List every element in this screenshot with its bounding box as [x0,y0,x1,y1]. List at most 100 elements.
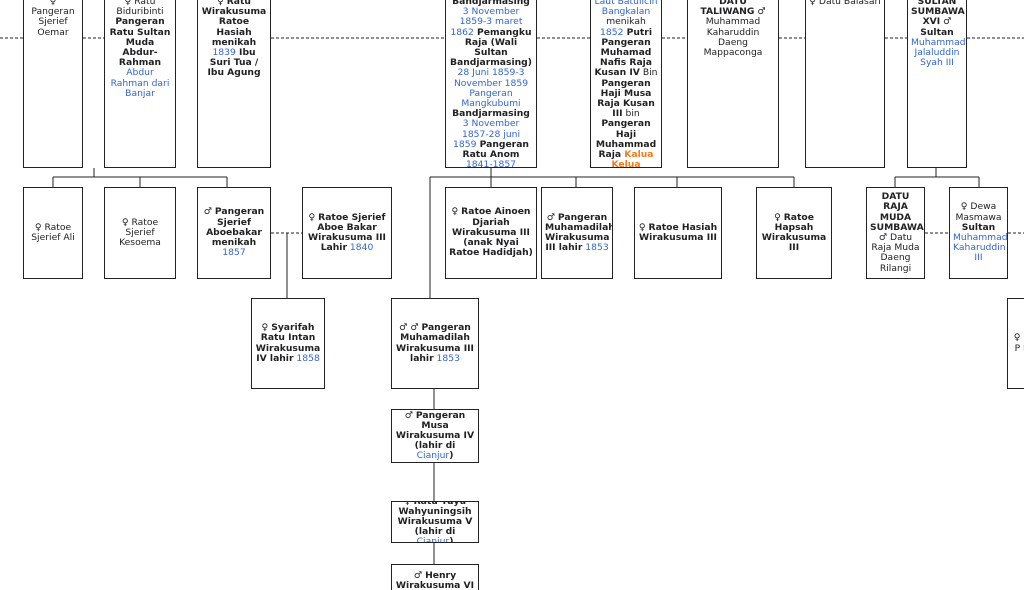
person-text: ♀ Ratu Yuyu Wahyuningsih Wirakusuma V (l… [395,501,475,543]
person-box-r3-pangeran-muhamadilah-1853: ♂ ♂ Pangeran Muhamadilah Wirakusuma III … [391,298,479,389]
person-label-text: ♂ [413,569,426,581]
person-text: ♀ Syarifah Ratu Intan Wirakusuma IV lahi… [255,322,321,364]
person-box-r2-ratoe-sjerief-ali: ♀ Ratoe Sjerief Ali [23,187,83,279]
person-label-text: Pangeran Sjerief Aboebakar menikah [206,206,265,249]
person-label-text: Bandjarmasing [452,108,530,120]
person-box-r4-pangeran-musa-wirakusuma-iv: ♂ Pangeran Musa Wirakusuma IV (lahir di … [391,409,479,463]
person-label-text: Bin [639,67,658,79]
person-text: ♂ Pangeran Sjerief Aboebakar menikah 185… [201,207,267,258]
person-text: ♂ ♂ Pangeran Muhamadilah Wirakusuma III … [395,322,475,364]
person-text: ♀ Pangeran Sjerief Oemar [27,0,79,38]
person-link-text[interactable]: Kalua Kelua [611,149,654,168]
person-box-r3-edge-n: ♀ N P R [1007,298,1024,389]
person-box-r2-pangeran-muhamadilah: ♂ Pangeran Muhamadilah Wirakusuma III la… [541,187,613,279]
person-label-text: Ratoe Hapsah Wirakusuma III [761,211,827,254]
person-label-text: ♀ Ratu Biduri [116,0,156,18]
person-link-text[interactable]: Muhammad Kaharuddin III [953,232,1008,264]
person-label-text: ♀ [451,206,462,218]
person-box-r6-henry-wirakusuma-vi: ♂ Henry Wirakusuma VI [391,564,479,590]
person-box-r2-dewa-masmawa-sultan: ♀ Dewa Masmawa Sultan Muhammad Kaharuddi… [949,187,1008,279]
person-label-text: ♀ Dewa Masmawa [955,201,1002,223]
person-label-text: binti [143,6,164,18]
person-box-r1-sultan-sumbawa-xvi: SULTAN SUMBAWA XVI ♂ Sultan Muhammad Jal… [907,0,967,168]
person-text: ♀ Ratoe Sjerief Ali [27,221,79,243]
person-label-text: ♀ [308,211,319,223]
person-label-text: ♀ [261,322,272,334]
person-box-r2-ratoe-sjerief-kesoema: ♀ Ratoe Sjerief Kesoema [104,187,176,279]
person-text: ♀ N P R [1011,333,1024,353]
person-link-text[interactable]: Muhammad Jalaluddin Syah III [911,36,966,69]
person-label-text: Pangeran Ratu Sultan Muda Abdur-Rahman [109,16,171,69]
person-text: DATU RAJA MUDA SUMBAWA ♂ Datu Raja Muda … [870,191,924,274]
person-label-text: ♀ Pangeran Sjerief Oemar [31,0,75,38]
person-link-text[interactable]: Laut Batulicin Bangkalan [594,0,658,18]
person-label-text: Pemangku Raja (Wali Sultan Bandjarmasing… [450,26,532,69]
person-link-text[interactable]: Abdur Rahman dari Banjar [110,67,170,99]
person-text: ♀ Ratu Wirakusuma Ratoe Hasiah menikah 1… [201,0,267,79]
person-text: Bandjarmasing 3 November 1859-3 maret 18… [449,0,533,168]
person-label-text: Ratu Yuyu Wahyuningsih Wirakusuma V (lah… [397,501,473,538]
person-box-r1-ratu-wirakusuma-hasiah: ♀ Ratu Wirakusuma Ratoe Hasiah menikah 1… [197,0,271,168]
person-label-text: Pangeran Haji Muhammad Raja [595,118,657,161]
person-box-r2-ratoe-sjerief-aboe-bakar: ♀ Ratoe Sjerief Aboe Bakar Wirakusuma II… [302,187,392,279]
person-text: ♂ Henry Wirakusuma VI [395,569,475,590]
person-label-text: Pangeran Musa Wirakusuma IV (lahir di [395,409,475,452]
person-label-text: DATU TALIWANG [700,0,755,18]
person-label-text: P [1014,342,1021,354]
person-link-text[interactable]: 3 November 1859-3 maret 1862 [450,6,523,38]
person-label-text: ) [449,536,454,543]
person-label-text: ♀ N [1013,332,1024,344]
person-box-r1-datu-taliwang: DATU TALIWANG ♂ Muhammad Kaharuddin Daen… [687,0,779,168]
person-label-text: ♀ Ratoe Sjerief Ali [31,221,75,243]
person-text: ♀ Ratoe Sjerief Aboe Bakar Wirakusuma II… [306,211,388,254]
person-label-text: DATU RAJA MUDA SUMBAWA [870,191,924,233]
person-link-text[interactable]: Cianjur [416,450,450,462]
person-link-text[interactable]: Cianjur [416,536,450,543]
person-label-text: Ratoe Sjerief Aboe Bakar Wirakusuma III … [308,211,386,254]
person-box-r5-ratu-yuyu-wahyuningsih: ♀ Ratu Yuyu Wahyuningsih Wirakusuma V (l… [391,501,479,543]
person-box-r2-ratoe-hapsah: ♀ Ratoe Hapsah Wirakusuma III [756,187,832,279]
person-label-text: ) [449,450,454,462]
person-box-r2-datu-raja-muda-sumbawa: DATU RAJA MUDA SUMBAWA ♂ Datu Raja Muda … [866,187,925,279]
person-label-text: R [1020,343,1024,354]
person-label-text: SULTAN SUMBAWA XVI [911,0,965,28]
person-label-text: ♀ Datu Balasari [809,0,881,7]
person-text: ♂ Pangeran Musa Wirakusuma IV (lahir di … [395,409,475,462]
person-label-text: Sultan [961,221,996,233]
person-text: ♀ Datu Balasari [809,0,881,7]
person-box-r1-ratu-biduri: ♀ Ratu Biduribinti Pangeran Ratu Sultan … [104,0,176,168]
person-text: ♀ Ratoe Ainoen Djariah Wirakusuma III (a… [449,207,533,258]
person-box-r1-pangeran-sjerief-oemar: ♀ Pangeran Sjerief Oemar [23,0,83,168]
person-link-text[interactable]: 1857 [222,247,246,259]
person-link-text[interactable]: 3 November 1857-28 juni 1859 [453,118,521,150]
person-label-text: Pangeran Haji Musa Raja Kusan III [597,77,655,120]
person-link-text[interactable]: 1840 [346,242,374,254]
person-label-text: ♂ [940,16,952,28]
person-link-text[interactable]: 1852 [600,26,624,38]
person-link-text[interactable]: 1853 [433,352,460,364]
person-link-text[interactable]: 1858 [293,352,320,364]
person-text: ♀ Dewa Masmawa Sultan Muhammad Kaharuddi… [953,201,1007,263]
person-link-text[interactable]: 1841-1857 [465,159,517,168]
person-link-text[interactable]: 28 Juni 1859-3 November 1859 Pangeran Ma… [453,67,529,110]
person-link-text[interactable]: 1839 [212,47,236,59]
person-box-r2-pangeran-sjerief-aboebakar: ♂ Pangeran Sjerief Aboebakar menikah 185… [197,187,271,279]
person-label-text: Bandjarmasing [452,0,530,7]
person-label-text: ♀ [217,0,227,7]
person-label-text: ♂ ♂ [399,322,422,334]
person-label-text: Sultan [920,26,954,38]
person-link-text[interactable]: 1853 [582,242,609,254]
person-label-text: ♀ [638,221,649,233]
person-text: ♂ Pangeran Muhamadilah Wirakusuma III la… [545,212,612,254]
person-label-text: Pangeran Muhamadilah Wirakusuma III lahi… [545,211,613,254]
person-text: DATU TALIWANG ♂ Muhammad Kaharuddin Daen… [691,0,775,58]
person-text: Laut Batulicin Bangkalan menikah 1852 Pu… [594,0,658,168]
person-box-r1-putri-pangeran-muhamad-nafis: Laut Batulicin Bangkalan menikah 1852 Pu… [590,0,662,168]
person-label-text: bin [622,108,640,120]
person-box-r1-pemangku-raja: Bandjarmasing 3 November 1859-3 maret 18… [445,0,537,168]
person-box-r3-syarifah-ratu-intan: ♀ Syarifah Ratu Intan Wirakusuma IV lahi… [251,298,325,389]
person-box-r1-datu-balasari: ♀ Datu Balasari [805,0,885,168]
person-label-text: ♂ Muhammad Kaharuddin Daeng Mappaconga [703,6,766,59]
